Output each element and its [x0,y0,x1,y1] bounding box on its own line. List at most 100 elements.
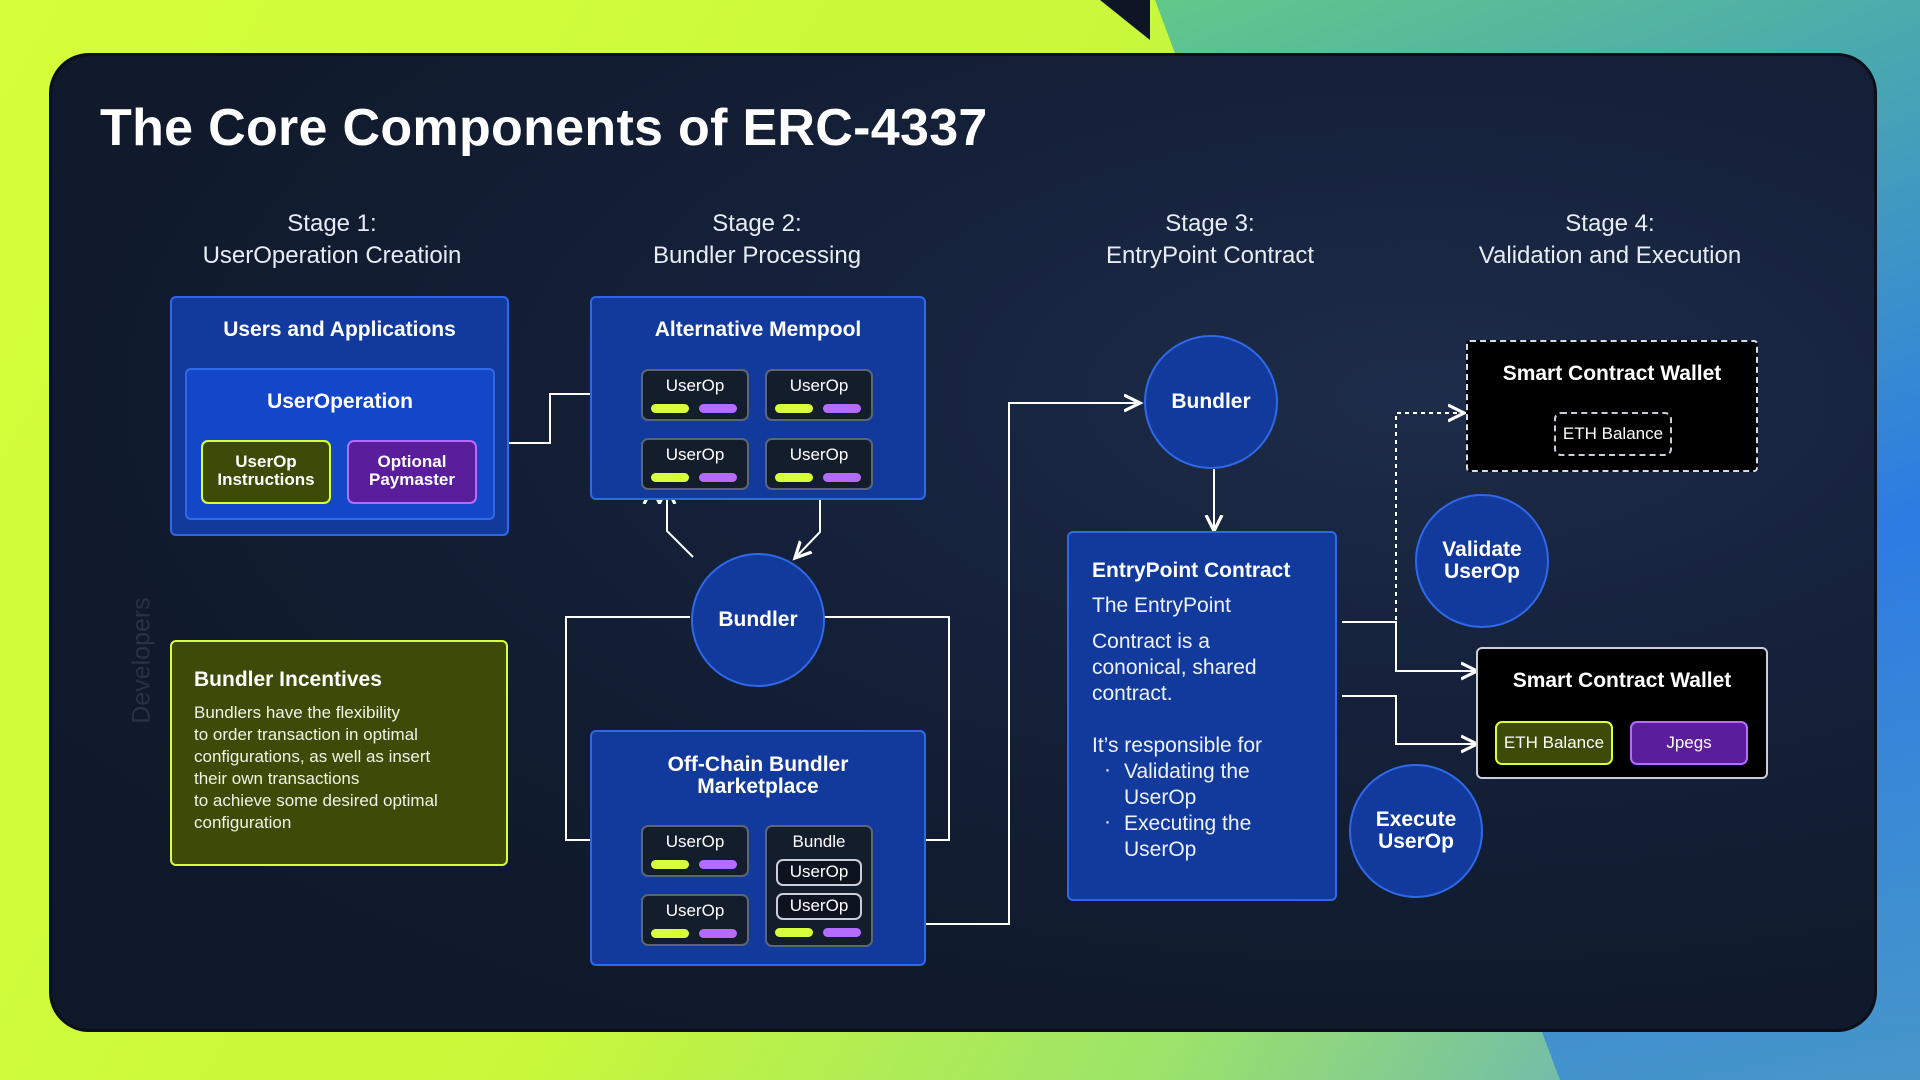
entrypoint-line: Contract is a [1092,630,1210,653]
bundler-node-stage2: Bundler [691,553,825,687]
validate-line-2: UserOp [1444,560,1520,583]
stage-3-heading: Stage 3: EntryPoint Contract [1010,208,1410,272]
userop-card: UserOp [641,369,749,421]
validate-userop-node: Validate UserOp [1415,494,1549,628]
instructions-line-1: UserOp [235,452,297,471]
stage-1-heading: Stage 1: UserOperation Creatioin [132,208,532,272]
paymaster-line-1: Optional [377,452,447,471]
stage-1-name: UserOperation Creatioin [202,242,462,269]
userop-label: UserOp [665,832,725,851]
bullet-line: UserOp [1124,838,1197,861]
entrypoint-title: EntryPoint Contract [1092,559,1291,582]
bundle-label: Bundle [792,832,846,851]
diagram-panel: The Core Components of ERC-4337 Develope… [49,53,1877,1032]
entrypoint-description: The EntryPoint Contract is a cononical, … [1092,593,1262,863]
incentives-line: Bundlers have the flexibility [194,703,401,722]
entrypoint-bullet: · Validating the UserOp [1092,758,1262,811]
users-applications-box: Users and Applications UserOperation Use… [170,296,509,536]
purple-pill [823,473,861,482]
userop-card: UserOp [641,825,749,877]
incentives-line: their own transactions [194,769,360,788]
execute-line-2: UserOp [1378,830,1454,853]
alternative-mempool-box: Alternative Mempool UserOp UserOp UserOp… [590,296,926,500]
userop-label: UserOp [665,445,725,464]
entrypoint-bullet: · Executing the UserOp [1092,810,1262,863]
green-pill [651,404,689,413]
userop-card: UserOp [765,369,873,421]
users-applications-title: Users and Applications [223,318,456,341]
green-pill [651,473,689,482]
incentives-text: Bundlers have the flexibility to order t… [194,702,438,834]
smart-contract-wallet: Smart Contract Wallet ETH Balance Jpegs [1476,647,1768,779]
marketplace-title-line-1: Off-Chain Bundler [667,753,849,776]
paymaster-line-2: Paymaster [368,470,455,489]
bullet-line: UserOp [1124,786,1197,809]
userop-instructions-chip: UserOp Instructions [201,440,331,504]
stage-4-number: Stage 4: [1565,210,1655,237]
userop-label: UserOp [665,376,725,395]
entrypoint-resp: It’s responsible for [1092,734,1263,757]
userop-card: UserOp [765,438,873,490]
entrypoint-line: cononical, shared [1092,656,1257,679]
bundler-node-stage3: Bundler [1144,335,1278,469]
bullet-line: Validating the [1124,760,1250,783]
entrypoint-spacer [1092,707,1262,733]
incentives-title: Bundler Incentives [194,668,382,691]
entrypoint-spacer [1092,619,1262,629]
entrypoint-contract-box: EntryPoint Contract The EntryPoint Contr… [1067,531,1337,901]
userop-card: UserOp [641,894,749,946]
jpegs-chip: Jpegs [1630,721,1748,765]
page-title: The Core Components of ERC-4337 [100,99,988,157]
wallet-title: Smart Contract Wallet [1512,669,1732,692]
green-pill [651,860,689,869]
smart-contract-wallet-dashed: Smart Contract Wallet ETH Balance [1466,340,1758,472]
eth-balance-dashed: ETH Balance [1554,412,1672,456]
bundler-incentives-box: Bundler Incentives Bundlers have the fle… [170,640,508,866]
mempool-title: Alternative Mempool [654,318,862,341]
userop-label: UserOp [789,376,849,395]
instructions-line-2: Instructions [217,470,315,489]
green-pill [775,473,813,482]
green-pill [775,928,813,937]
eth-balance-chip: ETH Balance [1495,721,1613,765]
incentives-line: configuration [194,813,292,832]
marketplace-title: Off-Chain Bundler Marketplace [592,754,924,798]
purple-pill [699,929,737,938]
execute-userop-node: Execute UserOp [1349,764,1483,898]
incentives-line: to order transaction in optimal [194,725,418,744]
purple-pill [699,473,737,482]
entrypoint-line: contract. [1092,682,1173,705]
bundle-card: Bundle UserOp UserOp [765,825,873,947]
bundle-userop: UserOp [776,893,862,920]
bullet-dot-icon: · [1104,758,1111,781]
userop-label: UserOp [789,445,849,464]
stage-2-name: Bundler Processing [652,242,862,269]
purple-pill [699,404,737,413]
background-dark-corner [1100,0,1150,40]
purple-pill [823,404,861,413]
validate-line-1: Validate [1442,538,1522,561]
optional-paymaster-chip: Optional Paymaster [347,440,477,504]
stage-3-name: EntryPoint Contract [1105,242,1315,269]
incentives-line: to achieve some desired optimal [194,791,438,810]
stage-1-number: Stage 1: [287,210,377,237]
connector-lines [493,56,1874,925]
userop-card: UserOp [641,438,749,490]
execute-line-1: Execute [1375,808,1457,831]
incentives-line: configurations, as well as insert [194,747,431,766]
userop-label: UserOp [665,901,725,920]
green-pill [775,404,813,413]
purple-pill [823,928,861,937]
useroperation-box: UserOperation UserOp Instructions Option… [185,368,495,520]
marketplace-title-line-2: Marketplace [697,775,819,798]
bundle-userop: UserOp [776,859,862,886]
stage-4-name: Validation and Execution [1478,242,1742,269]
stage-3-number: Stage 3: [1165,210,1255,237]
entrypoint-line: The EntryPoint [1092,594,1231,617]
stage-4-heading: Stage 4: Validation and Execution [1410,208,1810,272]
stage-2-number: Stage 2: [712,210,802,237]
wallet-title: Smart Contract Wallet [1502,362,1722,385]
stage-2-heading: Stage 2: Bundler Processing [557,208,957,272]
bullet-line: Executing the [1124,812,1252,835]
green-pill [651,929,689,938]
